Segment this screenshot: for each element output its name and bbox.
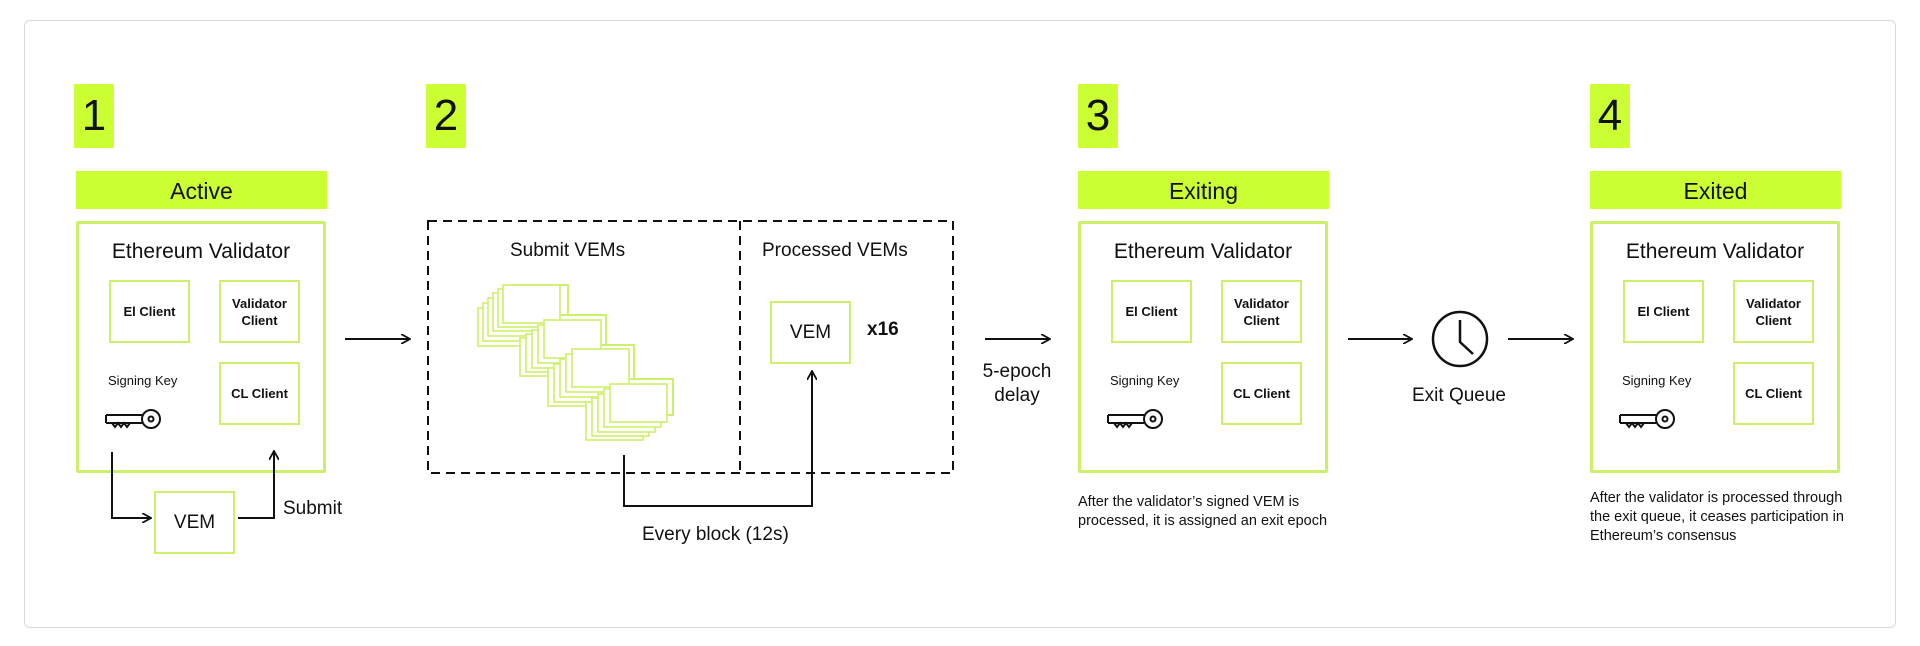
validator-box-exiting: Ethereum Validator El Client Validator C… bbox=[1078, 221, 1328, 473]
stage-label-exiting: Exiting bbox=[1078, 171, 1329, 209]
diagram-frame bbox=[24, 20, 1896, 628]
exited-note: After the validator is processed through… bbox=[1590, 490, 1844, 544]
every-block-label: Every block (12s) bbox=[642, 524, 789, 545]
cl-client-box: CL Client bbox=[219, 362, 300, 425]
signing-key-label: Signing Key bbox=[1110, 373, 1180, 388]
vem-box: VEM bbox=[154, 491, 235, 554]
validator-title: Ethereum Validator bbox=[111, 240, 291, 263]
stage-label-active: Active bbox=[76, 171, 327, 209]
el-client-box: El Client bbox=[1623, 280, 1704, 343]
validator-box-exited: Ethereum Validator El Client Validator C… bbox=[1590, 221, 1840, 473]
step-number-3: 3 bbox=[1078, 84, 1118, 148]
arrow-every-block bbox=[623, 372, 812, 507]
exit-queue-label: Exit Queue bbox=[1412, 385, 1506, 406]
vem-queue-dashed-box bbox=[427, 220, 954, 474]
exiting-note: After the validator’s signed VEM is proc… bbox=[1078, 494, 1328, 529]
cl-client-box: CL Client bbox=[1221, 362, 1302, 425]
step-number-2: 2 bbox=[426, 84, 466, 148]
vem-stack bbox=[477, 284, 668, 441]
clock-icon bbox=[1431, 310, 1489, 368]
step-number-4: 4 bbox=[1590, 84, 1630, 148]
arrow-to-vem bbox=[111, 452, 150, 518]
validator-client-box: Validator Client bbox=[1221, 280, 1302, 343]
submit-vems-title: Submit VEMs bbox=[510, 240, 626, 261]
arrow-submit bbox=[238, 452, 274, 519]
el-client-box: El Client bbox=[1111, 280, 1192, 343]
key-icon bbox=[1107, 409, 1163, 429]
stage-label-exited: Exited bbox=[1590, 171, 1841, 209]
validator-client-box: Validator Client bbox=[219, 280, 300, 343]
processed-vems-title: Processed VEMs bbox=[762, 240, 908, 261]
signing-key-label: Signing Key bbox=[1622, 373, 1692, 388]
submit-label: Submit bbox=[283, 498, 343, 519]
validator-title: Ethereum Validator bbox=[1113, 240, 1293, 263]
validator-title: Ethereum Validator bbox=[1625, 240, 1805, 263]
signing-key-label: Signing Key bbox=[108, 373, 178, 388]
step-number-1: 1 bbox=[74, 84, 114, 148]
validator-client-box: Validator Client bbox=[1733, 280, 1814, 343]
key-icon bbox=[1619, 409, 1675, 429]
processed-vem-box: VEM bbox=[770, 301, 851, 364]
multiplier-label: x16 bbox=[867, 319, 899, 340]
el-client-box: El Client bbox=[109, 280, 190, 343]
epoch-delay-label: 5-epoch delay bbox=[982, 361, 1052, 406]
cl-client-box: CL Client bbox=[1733, 362, 1814, 425]
validator-box-active: Ethereum Validator El Client Validator C… bbox=[76, 221, 326, 473]
key-icon bbox=[105, 409, 161, 429]
